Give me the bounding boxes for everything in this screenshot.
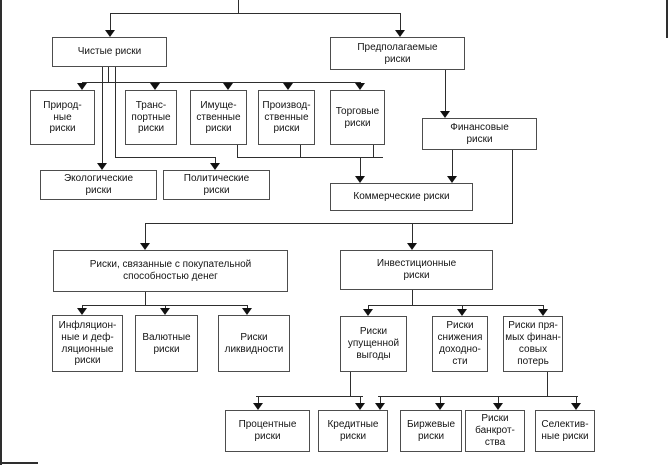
arrow-down-icon [538,309,548,316]
connector-line [115,67,116,158]
connector-line [380,396,381,403]
page-border-right [666,0,668,38]
arrow-down-icon [77,308,87,315]
node-production-risks: Производ- ственные риски [258,90,315,145]
connector-line [115,157,216,158]
arrow-down-icon [355,176,365,183]
connector-line [237,145,238,158]
connector-line [110,13,401,14]
connector-line [368,305,369,309]
connector-line [82,305,83,308]
arrow-down-icon [493,403,503,410]
connector-line [412,223,413,243]
node-pure-risks: Чистые риски [52,37,167,67]
connector-line [462,305,463,309]
connector-line [498,396,499,403]
node-direct-financial-loss-risks: Риски пря- мых финан- совых потерь [503,316,563,372]
arrow-down-icon [407,243,417,250]
connector-line [165,305,166,308]
node-commercial-risks: Коммерческие риски [330,183,473,211]
connector-line [145,223,513,224]
connector-line [350,372,351,397]
arrow-down-icon [223,83,233,90]
page-border-left [0,0,2,465]
node-exchange-risks: Биржевые риски [400,410,462,452]
connector-line [452,150,453,176]
node-financial-risks: Финансовые риски [422,118,537,150]
connector-line [108,67,109,83]
connector-line [145,292,146,306]
arrow-down-icon [375,403,385,410]
node-selective-risks: Селектив- ные риски [535,410,595,452]
node-interest-risks: Процентные риски [225,410,310,452]
node-transport-risks: Транс- портные риски [125,90,177,145]
connector-line [102,67,103,163]
connector-line [368,305,544,306]
connector-line [547,372,548,397]
node-purchasing-power-risks: Риски, связанные с покупательной способн… [53,250,288,292]
arrow-down-icon [395,30,405,37]
node-trade-risks: Торговые риски [330,90,385,145]
node-political-risks: Политические риски [163,170,270,200]
node-natural-risks: Природ- ные риски [30,90,95,145]
arrow-down-icon [355,83,365,90]
node-speculative-risks: Предполагаемые риски [330,37,465,70]
connector-line [373,145,374,158]
connector-line [360,396,361,403]
arrow-down-icon [210,163,220,170]
connector-line [440,396,441,403]
connector-line [412,290,413,306]
arrow-down-icon [253,403,263,410]
connector-line [512,150,513,224]
arrow-down-icon [457,309,467,316]
arrow-down-icon [77,83,87,90]
node-bankruptcy-risks: Риски банкрот- ства [465,410,525,452]
connector-line [215,157,216,163]
node-liquidity-risks: Риски ликвидности [218,315,290,372]
arrow-down-icon [140,243,150,250]
connector-line [300,145,301,158]
connector-line [378,396,578,397]
arrow-down-icon [105,30,115,37]
arrow-down-icon [440,111,450,118]
node-investment-risks: Инвестиционные риски [340,250,493,290]
connector-line [256,396,363,397]
arrow-down-icon [242,308,252,315]
arrow-down-icon [447,176,457,183]
connector-line [258,396,259,403]
arrow-down-icon [363,309,373,316]
arrow-down-icon [150,83,160,90]
node-lost-profit-risks: Риски упущенной выгоды [340,316,407,372]
node-currency-risks: Валютные риски [135,315,198,372]
connector-line [360,157,361,176]
connector-line [445,70,446,111]
connector-line [238,0,239,14]
arrow-down-icon [160,308,170,315]
connector-line [145,223,146,243]
node-credit-risks: Кредитные риски [318,410,388,452]
arrow-down-icon [97,163,107,170]
arrow-down-icon [571,403,581,410]
connector-line [576,396,577,403]
arrow-down-icon [435,403,445,410]
connector-line [400,13,401,30]
node-property-risks: Имуще- ственные риски [190,90,247,145]
arrow-down-icon [283,83,293,90]
page-border-bottom [0,462,38,464]
connector-line [237,157,383,158]
connector-line [82,82,361,83]
connector-line [247,305,248,308]
node-yield-decline-risks: Риски снижения доходно- сти [432,316,488,372]
arrow-down-icon [355,403,365,410]
node-ecological-risks: Экологические риски [40,170,157,200]
connector-line [110,13,111,30]
node-inflation-deflation-risks: Инфляцион- ные и деф- ляционные риски [52,315,123,372]
connector-line [543,305,544,309]
